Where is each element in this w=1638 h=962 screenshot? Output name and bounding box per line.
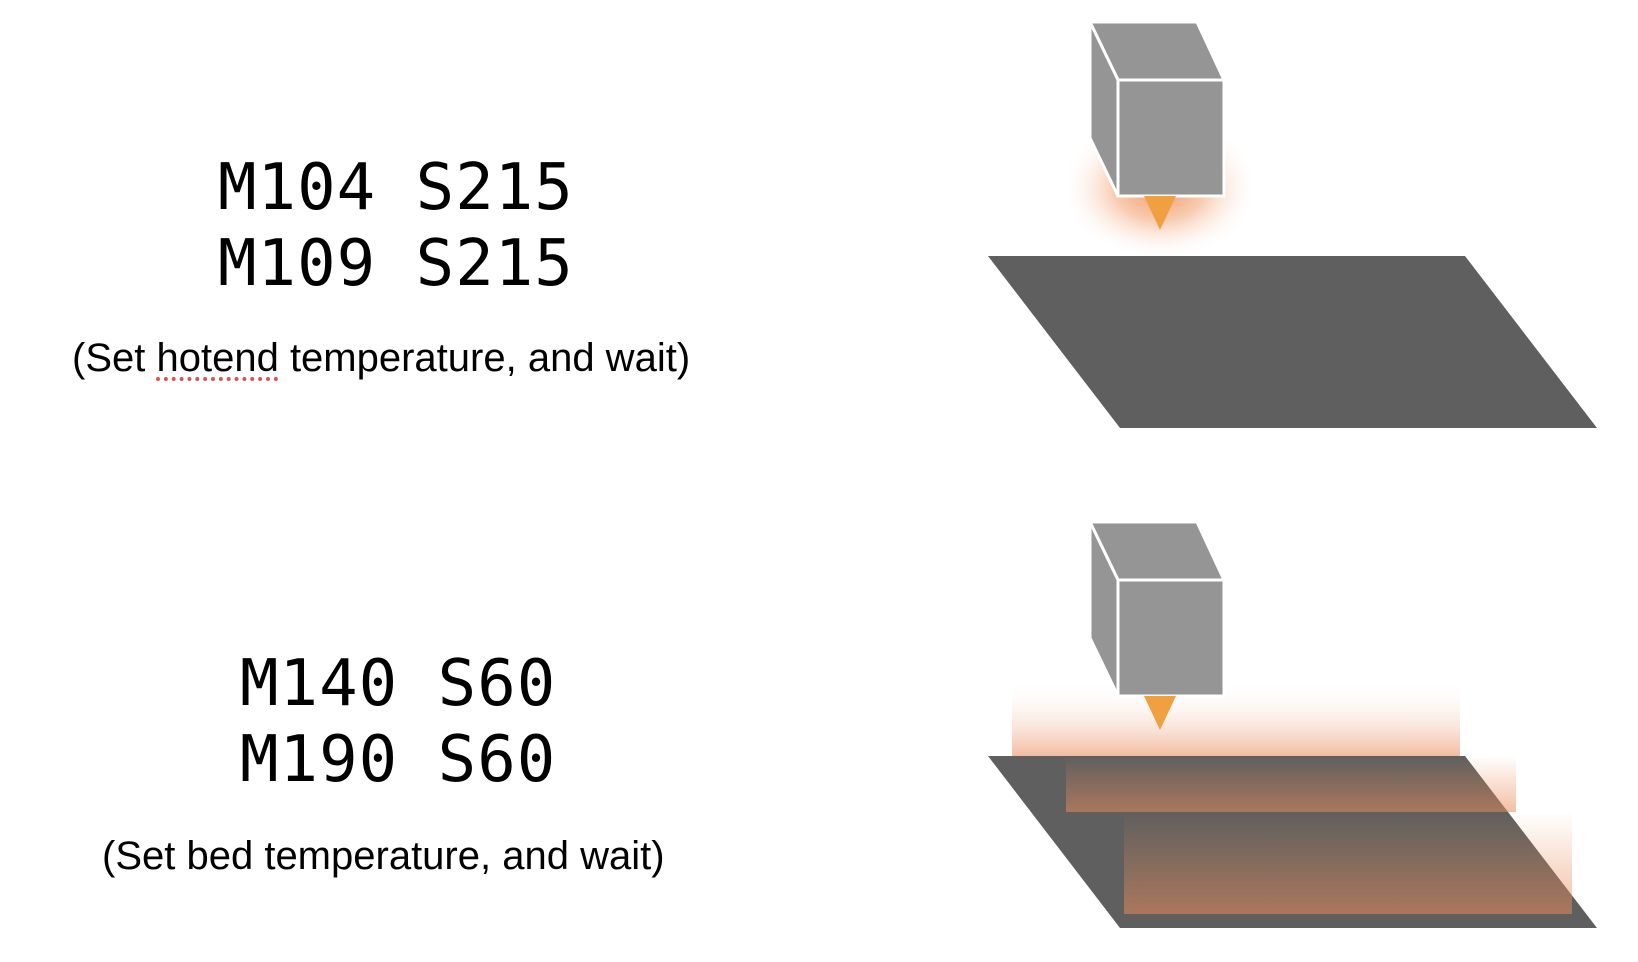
bed-caption: (Set bed temperature, and wait) bbox=[102, 834, 665, 878]
top-illustration bbox=[988, 20, 1597, 428]
nozzle-icon bbox=[1144, 196, 1176, 230]
code-line-m190: M190 S60 bbox=[240, 723, 557, 797]
bed-heat-band-1 bbox=[1066, 756, 1516, 812]
caption-word-hotend: hotend bbox=[156, 336, 279, 380]
hotend-cube-icon bbox=[1088, 20, 1226, 198]
caption-prefix: (Set bbox=[72, 336, 157, 380]
code-line-m140: M140 S60 bbox=[240, 647, 557, 721]
code-line-m104: M104 S215 bbox=[218, 151, 574, 225]
heat-glow-icon bbox=[1012, 680, 1460, 756]
hotend-caption: (Set hotend temperature, and wait) bbox=[72, 336, 690, 381]
caption-suffix: temperature, and wait) bbox=[278, 336, 691, 380]
hotend-cube-icon bbox=[1088, 520, 1226, 698]
nozzle-icon bbox=[1144, 696, 1176, 730]
bed-heat-band-2 bbox=[1124, 812, 1572, 914]
code-line-m109: M109 S215 bbox=[218, 227, 574, 301]
print-bed-icon bbox=[988, 256, 1597, 428]
bottom-illustration bbox=[988, 520, 1597, 928]
